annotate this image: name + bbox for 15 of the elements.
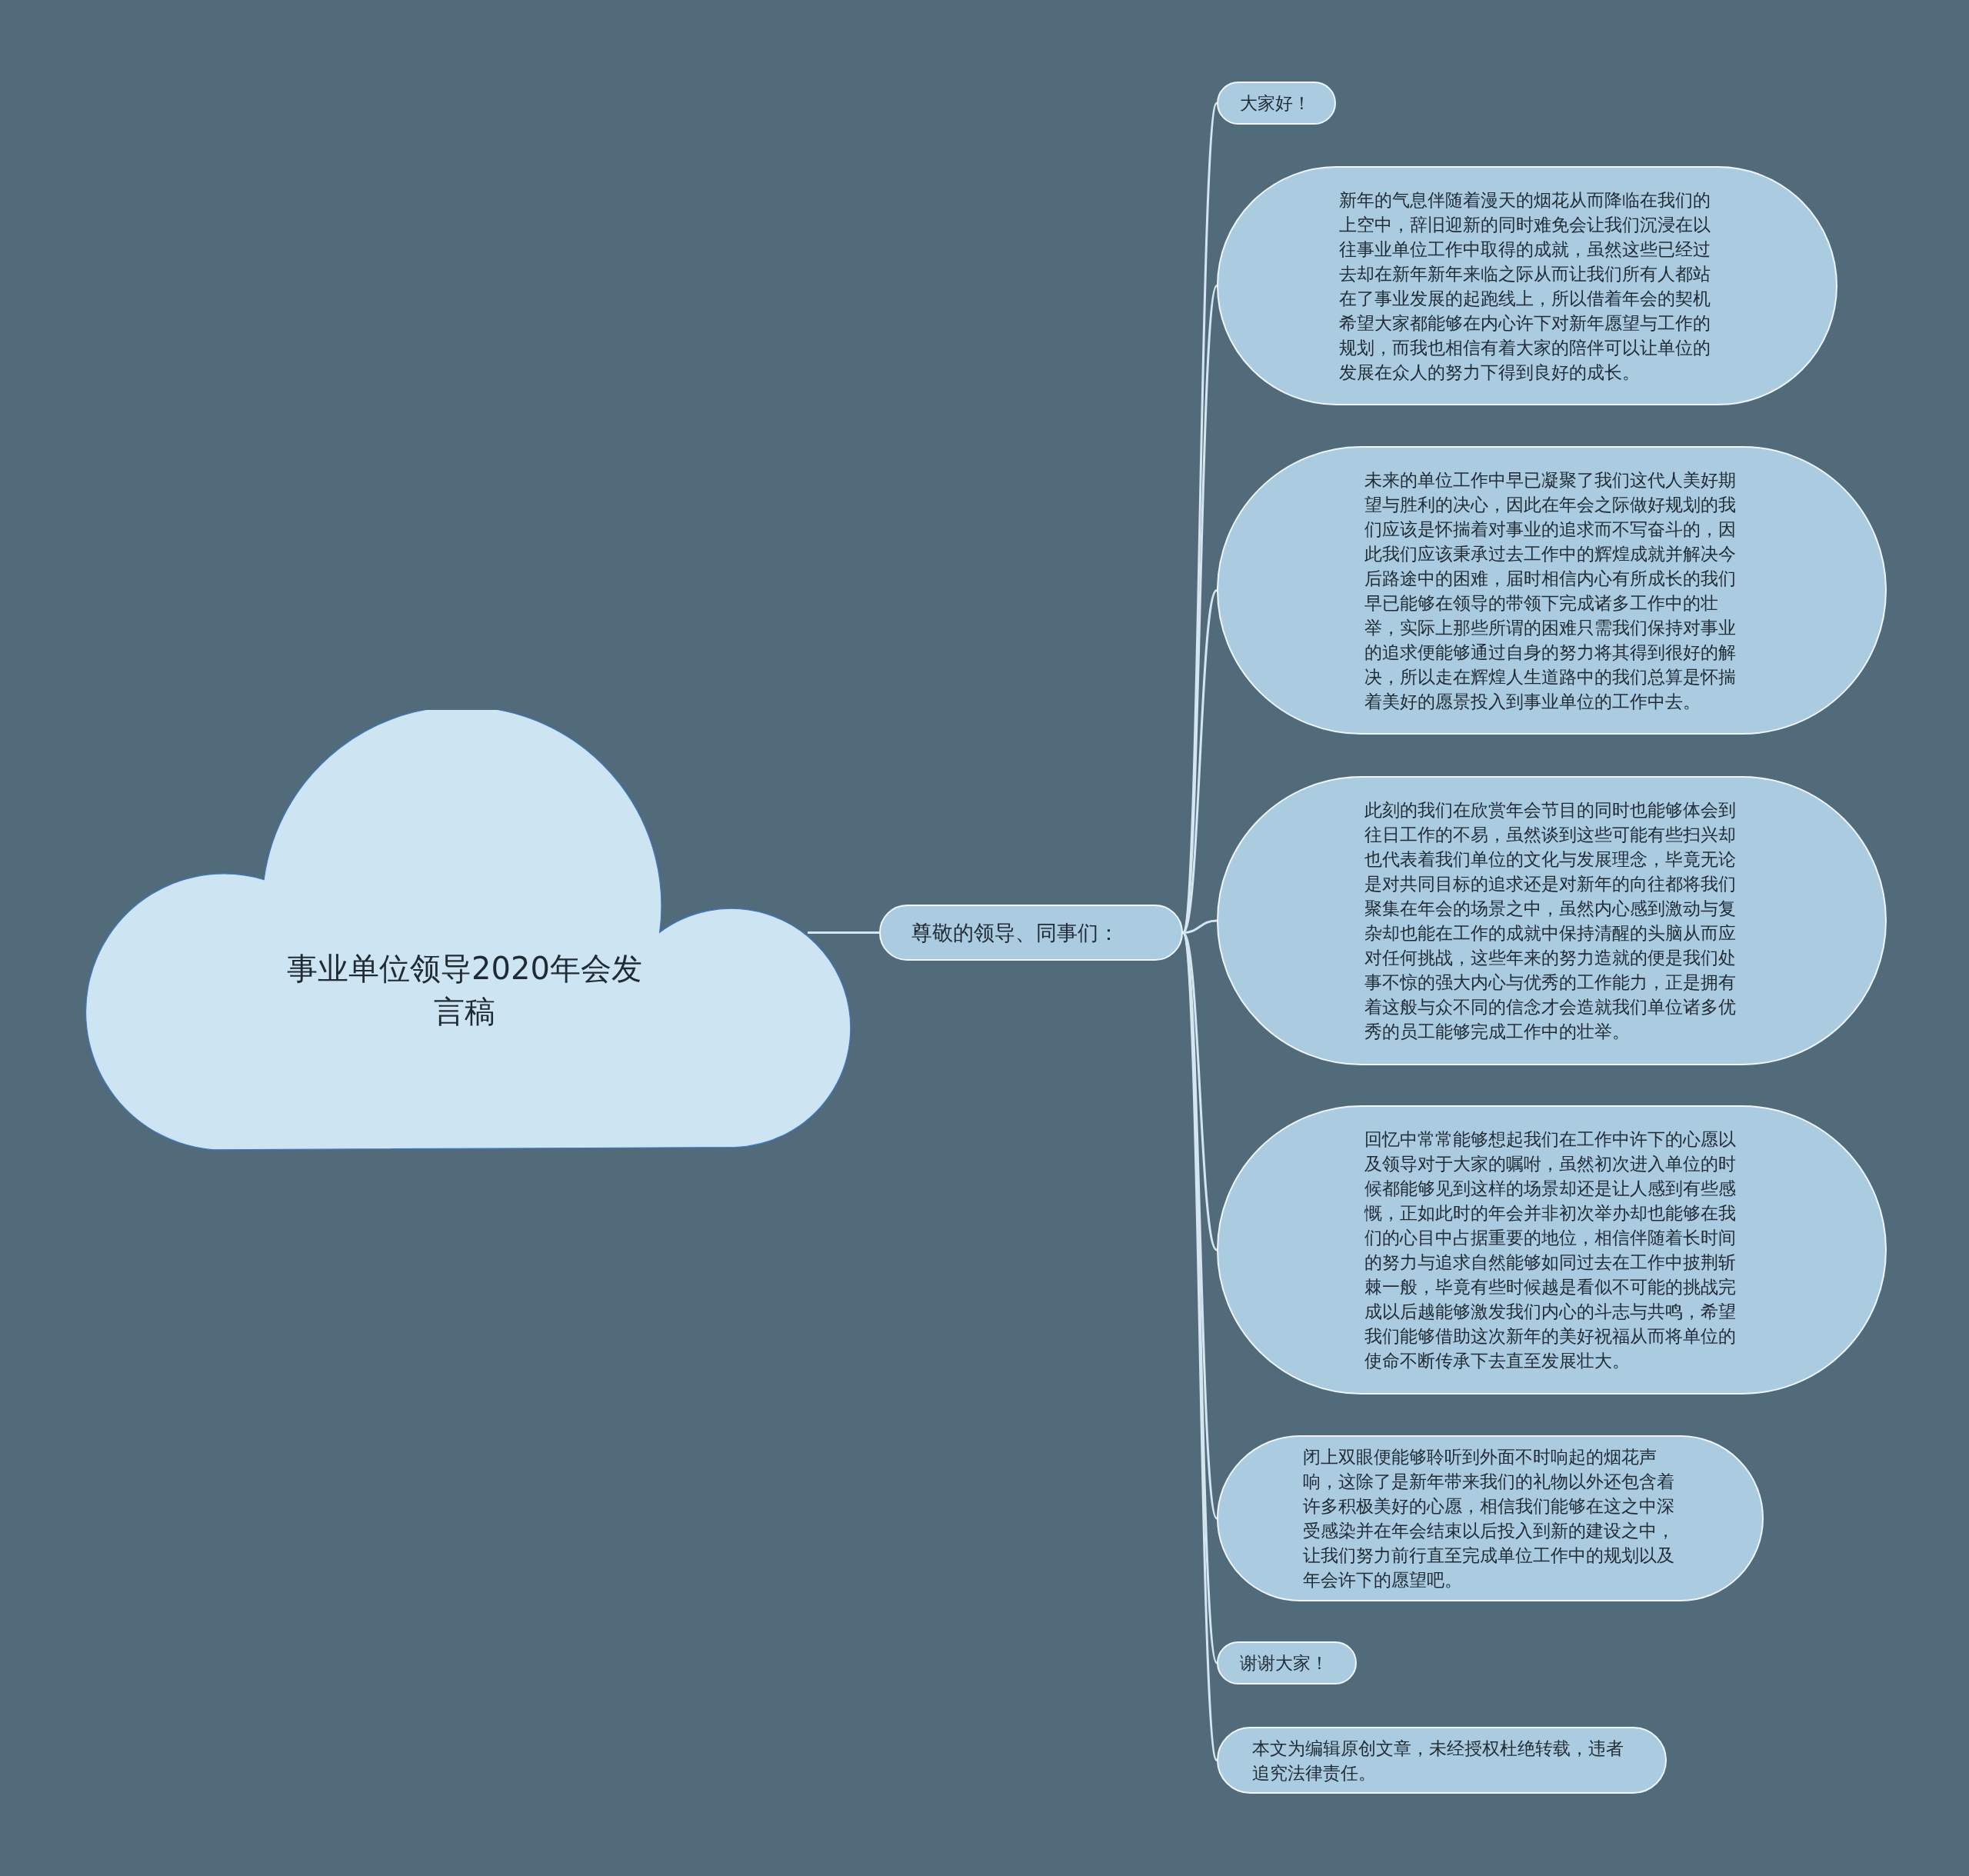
connector-line xyxy=(1182,919,1218,934)
title-text: 事业单位领导2020年会发言稿 xyxy=(286,950,643,1031)
topic-bubble xyxy=(879,905,1183,961)
bubble-text: 本文为编辑原创文章，未经授权杜绝转载，违者追究法律责任。 xyxy=(1252,1737,1624,1784)
bubble-text: 尊敬的领导、同事们： xyxy=(911,920,1120,945)
connector-line xyxy=(808,931,879,934)
bubble-text: 大家好！ xyxy=(1240,92,1311,115)
bubble-text: 闭上双眼便能够聆听到外面不时响起的烟花声响，这除了是新年带来我们的礼物以外还包含着许多积极美好的心愿，相信我们能够在这之中深受感染并在年会结束以后投入到新的建设之中，让我们努力前行直至完成单位工作中的规划以及年会许下的愿望吧。 xyxy=(1303,1446,1675,1591)
bubble-text: 谢谢大家！ xyxy=(1240,1652,1329,1674)
bubble-text: 回忆中常常能够想起我们在工作中许下的心愿以及领导对于大家的嘱咐，虽然初次进入单位的时候都能够见到这样的场景却还是让人感到有些感慨，正如此时的年会并非初次举办却也能够在我们的心目中占据重要的地位，相信伴随着长时间的努力与追求自然能够如同过去在工作中披荆斩棘一般，毕竟有些时候越是看似不可能的挑战完成以后越能够激发我们内心的斗志与共鸣，希望我们能够借助这次新年的美好祝福从而将单位的使命不断传承下去直至发展壮大。 xyxy=(1364,1128,1737,1372)
bubble-text: 此刻的我们在欣赏年会节目的同时也能够体会到往日工作的不易，虽然谈到这些可能有些扫兴却也代表着我们单位的文化与发展理念，毕竟无论是对共同目标的追求还是对新年的向往都将我们聚集在年会的场景之中，虽然内心感到激动与复杂却也能在工作的成就中保持清醒的头脑从而应对任何挑战，这些年来的努力造就的便是我们处事不惊的强大内心与优秀的工作能力，正是拥有着这般与众不同的信念才会造就我们单位诸多优秀的员工能够完成工作中的壮举。 xyxy=(1364,799,1737,1043)
text-bubble xyxy=(1217,1641,1357,1684)
text-bubble xyxy=(1217,82,1336,125)
bubble-text: 未来的单位工作中早已凝聚了我们这代人美好期望与胜利的决心，因此在年会之际做好规划的我们应该是怀揣着对事业的追求而不写奋斗的，因此我们应该秉承过去工作中的辉煌成就并解决今后路途中的困难，届时相信内心有所成长的我们早已能够在领导的带领下完成诸多工作中的壮举，实际上那些所谓的困难只需我们保持对事业的追求便能够通过自身的努力将其得到很好的解决，所以走在辉煌人生道路中的我们总算是怀揣着美好的愿景投入到事业单位的工作中去。 xyxy=(1364,468,1737,713)
bubble-text: 新年的气息伴随着漫天的烟花从而降临在我们的上空中，辞旧迎新的同时难免会让我们沉浸在以往事业单位工作中取得的成就，虽然这些已经过去却在新年新年来临之际从而让我们所有人都站在了事业发展的起跑线上，所以借着年会的契机希望大家都能够在内心许下对新年愿望与工作的规划，而我也相信有着大家的陪伴可以让单位的发展在众人的努力下得到良好的成长。 xyxy=(1339,188,1711,384)
